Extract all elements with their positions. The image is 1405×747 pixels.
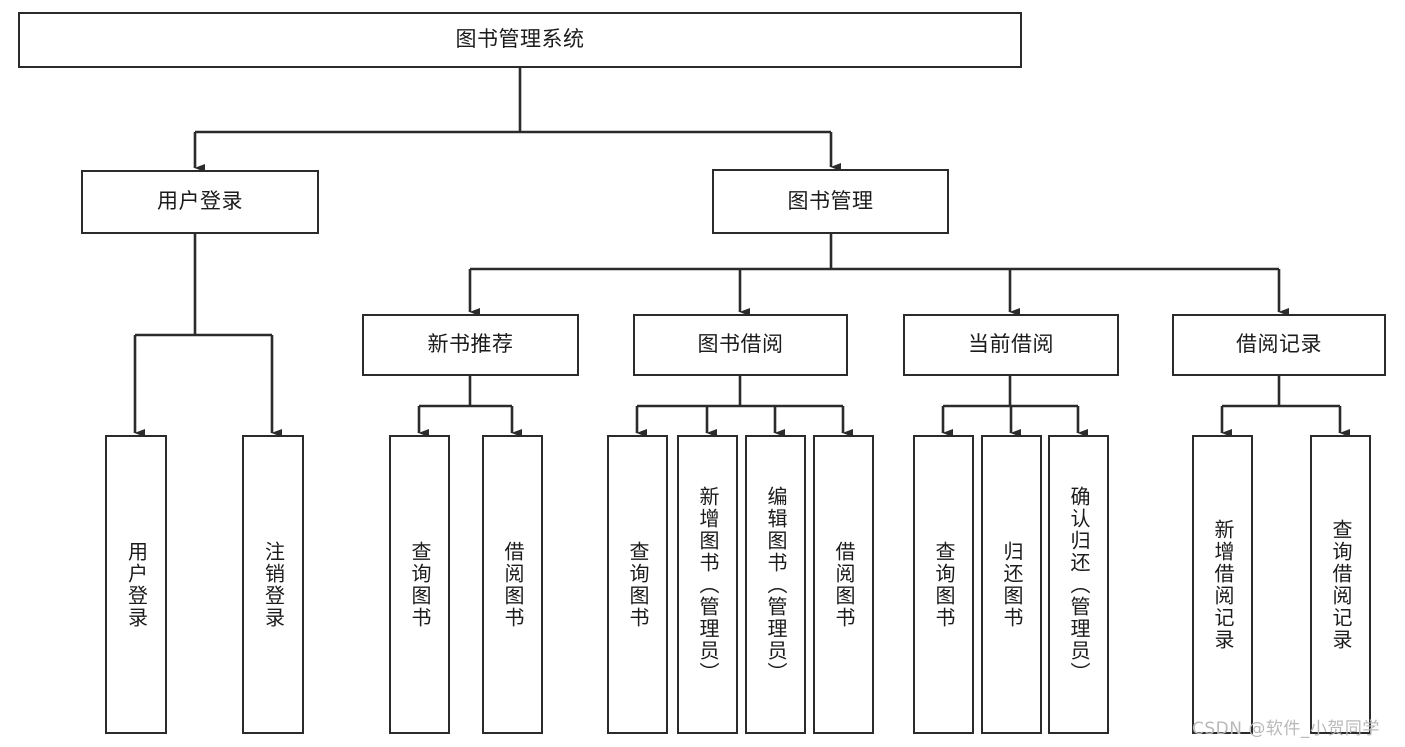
- node-leaf-borrow-book-recommend-label: 借阅图书: [501, 540, 525, 629]
- node-borrow-record[interactable]: 借阅记录: [1172, 314, 1386, 376]
- node-root[interactable]: 图书管理系统: [18, 12, 1022, 68]
- node-leaf-add-borrow-record-label: 新增借阅记录: [1211, 518, 1235, 651]
- node-leaf-query-book-current[interactable]: 查询图书: [913, 435, 974, 734]
- node-leaf-query-book-recommend-label: 查询图书: [408, 540, 432, 629]
- node-leaf-confirm-return-label: 确认归还（管理员）: [1067, 485, 1091, 684]
- node-leaf-user-logout-label: 注销登录: [261, 540, 286, 629]
- node-leaf-query-book-borrow[interactable]: 查询图书: [607, 435, 668, 734]
- node-book-manage-label: 图书管理: [787, 188, 874, 213]
- node-leaf-user-logout[interactable]: 注销登录: [242, 435, 304, 734]
- csdn-watermark: CSDN @软件_小贺同学: [1192, 719, 1380, 739]
- node-user-login-label: 用户登录: [157, 189, 243, 214]
- node-leaf-query-borrow-record[interactable]: 查询借阅记录: [1310, 435, 1371, 734]
- node-leaf-borrow-book[interactable]: 借阅图书: [813, 435, 874, 734]
- node-leaf-borrow-book-recommend[interactable]: 借阅图书: [482, 435, 543, 734]
- node-borrow-record-label: 借阅记录: [1236, 332, 1322, 357]
- node-book-borrow-label: 图书借阅: [697, 332, 784, 357]
- node-leaf-query-book-borrow-label: 查询图书: [626, 540, 650, 629]
- node-leaf-add-book-label: 新增图书（管理员）: [696, 485, 720, 684]
- node-leaf-query-borrow-record-label: 查询借阅记录: [1329, 518, 1353, 651]
- node-leaf-edit-book[interactable]: 编辑图书（管理员）: [745, 435, 806, 734]
- node-leaf-borrow-book-label: 借阅图书: [832, 540, 856, 629]
- node-new-book-recommend-label: 新书推荐: [427, 332, 514, 357]
- node-leaf-user-login[interactable]: 用户登录: [105, 435, 167, 734]
- node-leaf-add-book[interactable]: 新增图书（管理员）: [677, 435, 738, 734]
- node-root-label: 图书管理系统: [455, 27, 585, 52]
- node-leaf-return-book-label: 归还图书: [1000, 540, 1024, 629]
- node-current-borrow[interactable]: 当前借阅: [903, 314, 1119, 376]
- node-leaf-edit-book-label: 编辑图书（管理员）: [764, 485, 788, 684]
- node-leaf-query-book-recommend[interactable]: 查询图书: [389, 435, 450, 734]
- node-leaf-query-book-current-label: 查询图书: [932, 540, 956, 629]
- node-current-borrow-label: 当前借阅: [968, 332, 1054, 357]
- node-leaf-add-borrow-record[interactable]: 新增借阅记录: [1192, 435, 1253, 734]
- node-leaf-confirm-return[interactable]: 确认归还（管理员）: [1048, 435, 1109, 734]
- node-user-login[interactable]: 用户登录: [81, 170, 319, 234]
- node-book-manage[interactable]: 图书管理: [712, 169, 949, 234]
- node-leaf-user-login-label: 用户登录: [124, 540, 149, 629]
- node-new-book-recommend[interactable]: 新书推荐: [362, 314, 579, 376]
- node-leaf-return-book[interactable]: 归还图书: [981, 435, 1042, 734]
- node-book-borrow[interactable]: 图书借阅: [633, 314, 848, 376]
